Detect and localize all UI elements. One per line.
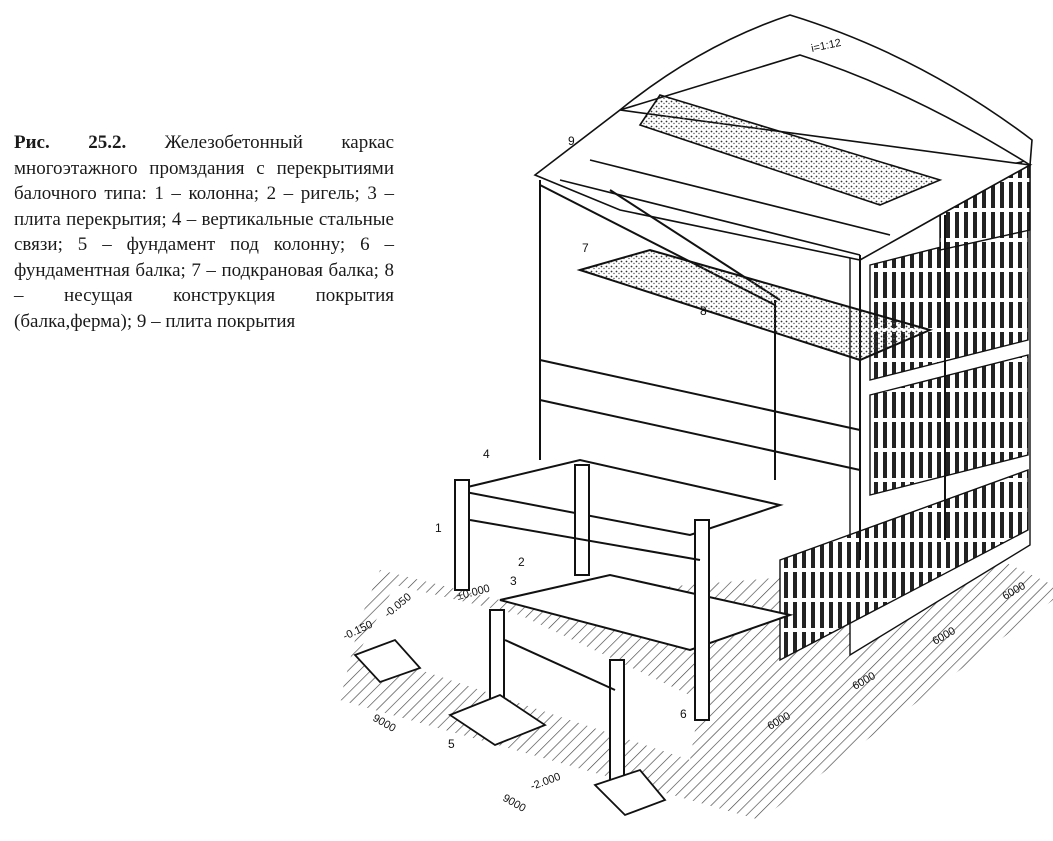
figure-caption: Рис. 25.2. Железобетонный каркас многоэт… [14, 130, 394, 334]
callout-1: 1 [435, 521, 442, 535]
callout-3: 3 [510, 574, 517, 588]
facade-wall [779, 159, 1031, 662]
foundations [353, 638, 667, 817]
frame-building-diagram: 1 2 3 4 5 6 7 8 9 i=1:12 ±0.000 -0.150 -… [340, 14, 1053, 820]
span-9000-b: 9000 [501, 792, 528, 815]
level-minus-2000: -2.000 [529, 771, 562, 793]
callout-4: 4 [483, 447, 490, 461]
upper-frame [539, 180, 946, 560]
caption-text: Железобетонный каркас многоэтажного пром… [14, 132, 394, 332]
callout-5: 5 [448, 737, 455, 751]
roof [533, 14, 1033, 261]
callout-9: 9 [568, 134, 575, 148]
lower-frame [454, 458, 794, 781]
callout-2: 2 [518, 555, 525, 569]
callout-8: 8 [700, 304, 707, 318]
callout-6: 6 [680, 707, 687, 721]
callout-7: 7 [582, 241, 589, 255]
span-9000-a: 9000 [371, 712, 398, 735]
caption-label: Рис. 25.2. [14, 132, 127, 153]
